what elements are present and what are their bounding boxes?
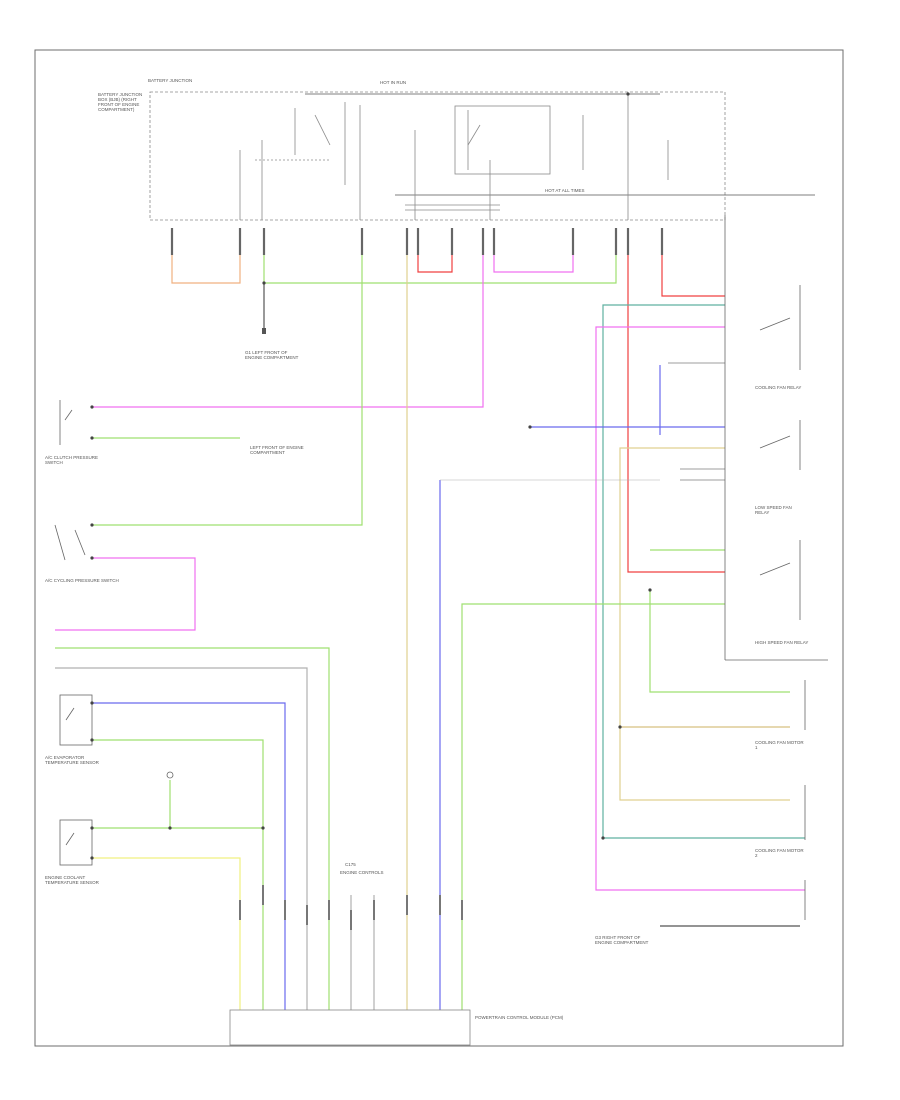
wire-teal — [602, 304, 805, 839]
wire-green-pcm — [461, 603, 725, 1010]
label-hot-in-run: HOT IN RUN — [380, 80, 407, 85]
wire-pink-ac — [92, 255, 484, 408]
label-ground-g2: LEFT FRONT OF ENGINE COMPARTMENT — [250, 445, 304, 455]
label-pcm-ref: ENGINE CONTROLS — [340, 870, 384, 875]
label-evap-sensor: A/C EVAPORATOR TEMPERATURE SENSOR — [45, 755, 99, 765]
pcm-box — [229, 1009, 471, 1046]
relay-boxes — [724, 215, 828, 920]
splice-nodes — [90, 92, 652, 860]
wire-red-fan — [627, 255, 725, 573]
fuse-relay-box — [149, 91, 815, 221]
label-cooling-fan-relay: COOLING FAN RELAY — [755, 385, 802, 390]
label-low-speed-relay: LOW SPEED FAN RELAY — [755, 505, 792, 515]
label-pcm-connector: C175 — [345, 862, 356, 867]
label-ac-cycling: A/C CYCLING PRESSURE SWITCH — [45, 578, 119, 583]
diagram-frame — [34, 49, 844, 1047]
wire-pink-long — [595, 326, 805, 891]
label-fuse-block: HOT AT ALL TIMES — [545, 188, 585, 193]
wire-pink-loop — [493, 255, 574, 273]
label-pcm: POWERTRAIN CONTROL MODULE (PCM) — [475, 1015, 564, 1020]
wire-green-ground — [263, 255, 617, 284]
label-g3: G3 RIGHT FRONT OF ENGINE COMPARTMENT — [595, 935, 649, 945]
wire-green-cycling — [92, 255, 363, 526]
label-battery-junction: BATTERY JUNCTION — [148, 78, 193, 83]
label-g1: G1 LEFT FRONT OF ENGINE COMPARTMENT — [245, 350, 299, 360]
connector-pins — [170, 228, 664, 255]
label-ect-sensor: ENGINE COOLANT TEMPERATURE SENSOR — [45, 875, 99, 885]
left-sensors — [54, 400, 174, 866]
label-bjb: BATTERY JUNCTION BOX (BJB) (RIGHT FRONT … — [98, 92, 143, 112]
wire-red — [417, 255, 453, 273]
label-high-speed-relay: HIGH SPEED FAN RELAY — [755, 640, 809, 645]
label-fan-motor-1: COOLING FAN MOTOR 1 — [755, 740, 804, 750]
label-ac-pressure: A/C CLUTCH PRESSURE SWITCH — [45, 455, 99, 465]
wire-pink-cycling — [55, 557, 196, 631]
label-fan-motor-2: COOLING FAN MOTOR 2 — [755, 848, 804, 858]
wire-orange — [171, 255, 241, 284]
pcm-connector-pins — [239, 885, 463, 930]
